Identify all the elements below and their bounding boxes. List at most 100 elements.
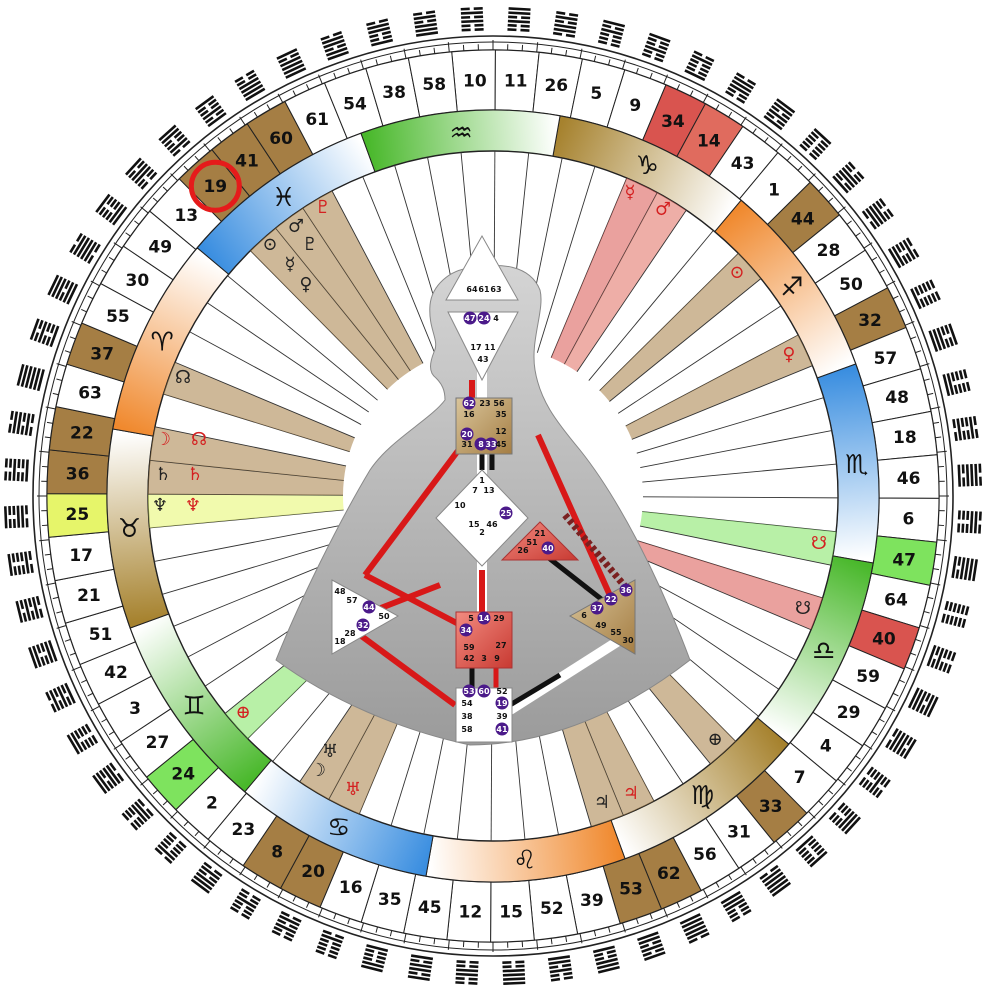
center-gate-number: 45 xyxy=(495,440,507,449)
degree-tick xyxy=(878,718,885,723)
center-gate-number: 35 xyxy=(495,410,507,419)
center-gate-number: 25 xyxy=(500,509,512,518)
center-gate-number: 4 xyxy=(493,314,499,323)
degree-tick xyxy=(56,624,67,629)
center-gate-number: 29 xyxy=(493,614,505,623)
degree-tick xyxy=(728,111,733,118)
degree-tick xyxy=(886,280,896,287)
gate-number: 12 xyxy=(458,902,482,922)
zodiac-band: ♑♐♏♎♍♌♋♊♉♈♓♒ xyxy=(106,109,880,883)
activated-gate-dot xyxy=(462,396,476,410)
planet-glyph: ♆ xyxy=(185,495,201,516)
gate-number: 18 xyxy=(893,428,917,448)
wedge-divider xyxy=(617,305,782,414)
planet-glyph: ⊕ xyxy=(235,702,250,723)
gate-number: 29 xyxy=(837,703,861,723)
degree-tick xyxy=(715,104,720,111)
planet-glyph: ☋ xyxy=(795,598,811,619)
gate-number: 58 xyxy=(422,75,446,95)
gate-number: 6 xyxy=(902,510,914,530)
degree-tick xyxy=(134,220,140,225)
degree-tick xyxy=(837,206,846,214)
degree-tick xyxy=(229,858,234,864)
wedge-divider xyxy=(609,278,762,402)
hexagram-glyph xyxy=(407,954,434,981)
zodiac-sign-glyph: ♌ xyxy=(513,846,536,876)
planet-glyph: ♄ xyxy=(187,464,203,485)
degree-tick xyxy=(936,450,947,453)
hexagram-glyph xyxy=(858,766,891,799)
degree-tick xyxy=(375,926,379,933)
activation-wedge xyxy=(551,177,658,365)
hexagram-glyph xyxy=(7,550,34,577)
gate-number: 3 xyxy=(129,699,141,719)
degree-tick xyxy=(593,55,597,62)
degree-tick xyxy=(663,907,668,918)
gate-number: 36 xyxy=(66,464,90,484)
wedge-divider xyxy=(331,190,424,364)
center-gate-number: 3 xyxy=(481,654,487,663)
degree-tick xyxy=(871,256,878,261)
degree-tick xyxy=(910,652,917,656)
degree-tick xyxy=(818,186,824,192)
degree-tick xyxy=(919,363,930,368)
activated-gate-dot xyxy=(477,311,491,325)
degree-tick xyxy=(635,67,639,74)
degree-tick xyxy=(69,652,76,656)
center-gate-number: 62 xyxy=(463,399,474,408)
center-gate-number: 10 xyxy=(454,501,466,510)
degree-tick xyxy=(871,731,878,736)
degree-tick xyxy=(140,778,149,786)
gate-number: 39 xyxy=(580,891,604,911)
degree-tick xyxy=(101,269,108,274)
degree-tick xyxy=(113,242,123,249)
activated-gate-dot xyxy=(474,437,488,451)
center-solar-plexus xyxy=(568,579,636,655)
center-gate-number: 12 xyxy=(495,427,506,436)
circled-gate-marker xyxy=(188,159,242,213)
activated-gate-dot xyxy=(495,696,509,710)
degree-tick xyxy=(56,610,63,614)
center-gate-number: 46 xyxy=(486,520,498,529)
degree-tick xyxy=(403,933,407,944)
gate-number: 26 xyxy=(544,76,568,96)
hexagram-glyph xyxy=(684,50,715,82)
center-g xyxy=(435,469,529,567)
degree-tick xyxy=(253,874,258,881)
wedge-divider xyxy=(639,525,832,566)
gate-number: 15 xyxy=(499,903,523,923)
gate-number: 1 xyxy=(768,180,780,200)
center-gate-number: 22 xyxy=(605,595,616,604)
activated-gate-dot xyxy=(463,311,477,325)
hexagram-glyph xyxy=(28,640,58,669)
center-gate-number: 9 xyxy=(494,654,500,663)
gate-number: 10 xyxy=(463,71,487,91)
center-gate-number: 32 xyxy=(357,621,368,630)
zodiac-sign-glyph: ♈ xyxy=(151,328,174,358)
center-gate-number: 59 xyxy=(463,643,475,652)
center-gate-number: 30 xyxy=(622,636,634,645)
hexagram-glyph xyxy=(637,931,666,961)
zodiac-sign-glyph: ♓ xyxy=(272,183,295,213)
planet-glyph: ♄ xyxy=(155,464,171,485)
degree-tick xyxy=(676,84,680,90)
degree-tick xyxy=(593,930,597,937)
hexagram-glyph xyxy=(3,505,29,529)
center-gate-number: 37 xyxy=(591,604,602,613)
degree-tick xyxy=(306,902,310,908)
hexagram-glyph xyxy=(95,193,128,226)
gate-number: 19 xyxy=(203,177,227,197)
wedge-divider xyxy=(189,331,362,425)
degree-tick xyxy=(375,59,379,66)
degree-tick xyxy=(217,137,222,143)
center-gate-number: 40 xyxy=(542,544,554,553)
degree-tick xyxy=(194,830,200,837)
degree-tick xyxy=(81,309,87,313)
degree-tick xyxy=(389,930,393,937)
center-gate-number: 24 xyxy=(478,314,490,323)
gate-number: 16 xyxy=(339,878,363,898)
gate-number: 2 xyxy=(206,794,218,814)
hexagram-glyph xyxy=(507,7,531,32)
center-gate-number: 11 xyxy=(484,343,496,352)
center-gate-number: 14 xyxy=(478,614,490,623)
